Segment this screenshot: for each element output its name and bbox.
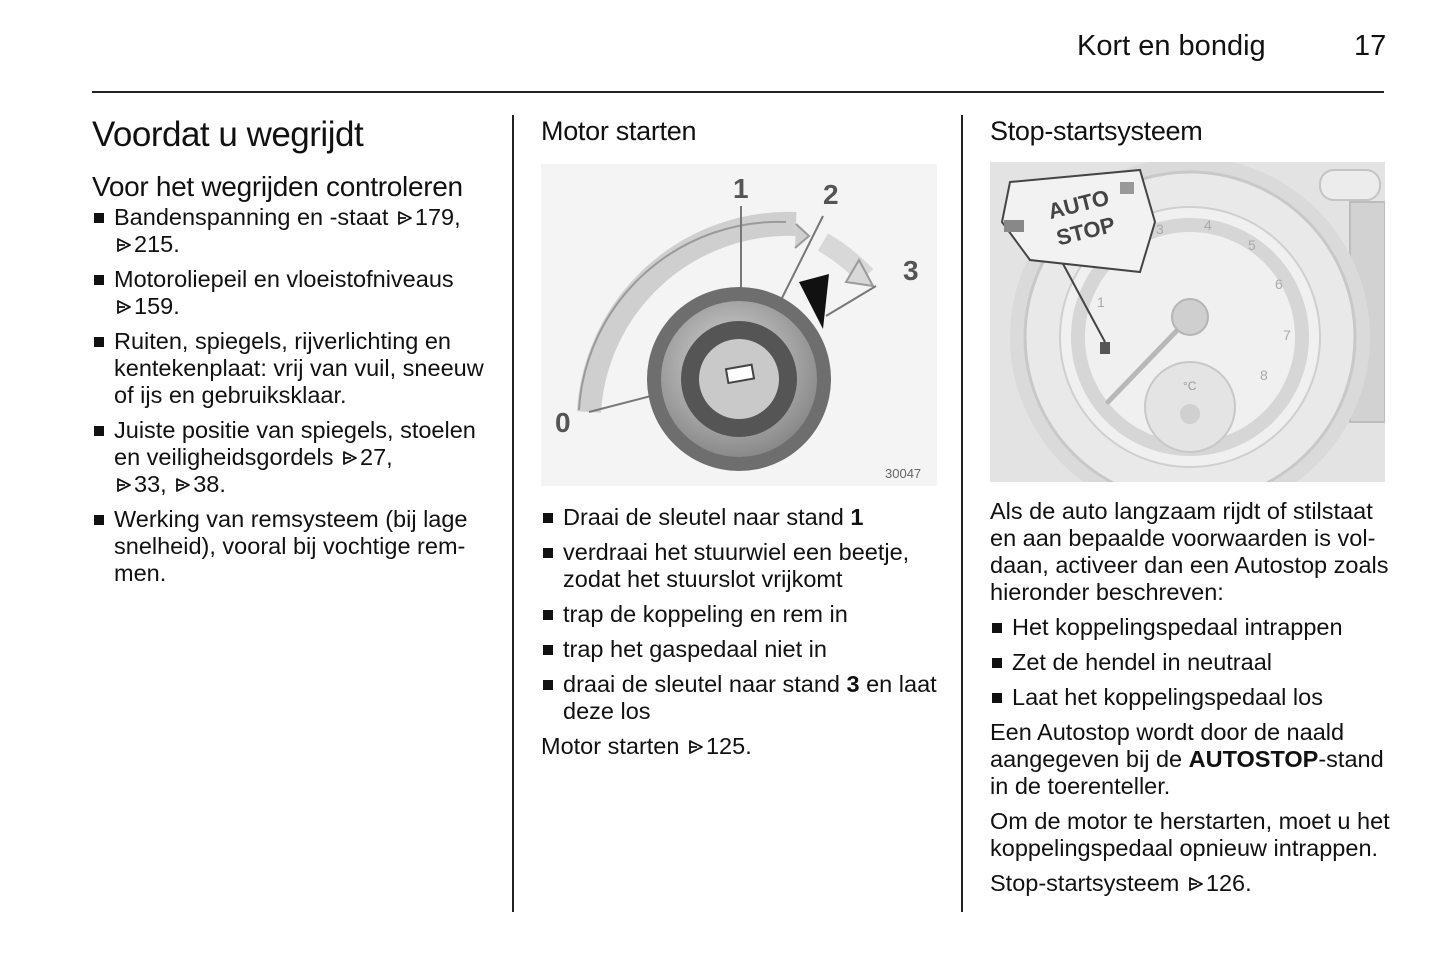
- page-reference-icon: [398, 211, 412, 225]
- list-item: Het koppelingspedaal intrappen: [990, 614, 1390, 641]
- list-item: Ruiten, spiegels, rijverlichting en kent…: [92, 328, 492, 409]
- intro-paragraph: Als de auto langzaam rijdt of stilstaat …: [990, 498, 1389, 605]
- checklist: Bandenspanning en -staat 179, 215. Motor…: [92, 204, 492, 587]
- section-title: Motor starten: [541, 116, 697, 146]
- ignition-switch-figure: 0 1 2 3 30047: [541, 164, 937, 486]
- page-reference-link[interactable]: 27,: [360, 444, 393, 470]
- gauge-number-4: 4: [1204, 217, 1212, 233]
- header-rule: [92, 91, 1384, 93]
- list-item: Laat het koppelingspedaal los: [990, 684, 1390, 711]
- list-item: Bandenspanning en -staat 179, 215.: [92, 204, 492, 258]
- column-engine-start: Motor starten 0 1 2 3 30047: [541, 115, 941, 768]
- column-before-driving: Voordat u wegrijdt Voor het wegrijden co…: [92, 115, 492, 595]
- gauge-number-5: 5: [1248, 237, 1256, 253]
- page-reference-link[interactable]: 159.: [134, 293, 180, 319]
- page-reference-link[interactable]: 179,: [414, 204, 461, 230]
- page-reference-icon: [176, 478, 191, 492]
- tachometer-autostop-figure: 1 3 4 5 6 7 8 °C AUTO STOP: [990, 162, 1385, 482]
- list-item: Motoroliepeil en vloeistofniveaus 159.: [92, 266, 492, 320]
- position-label-2: 2: [823, 179, 839, 210]
- position-label-1: 1: [733, 173, 749, 204]
- page-reference-link[interactable]: 33,: [134, 471, 167, 497]
- column-divider-2: [961, 115, 963, 912]
- header-title: Kort en bondig: [1077, 30, 1266, 62]
- gauge-number-1: 1: [1097, 294, 1105, 310]
- page-reference-icon: [117, 478, 131, 492]
- cross-reference: Motor starten 125.: [541, 733, 752, 759]
- gauge-number-7: 7: [1283, 327, 1291, 343]
- list-item: Juiste positie van spiegels, stoelen en …: [92, 417, 492, 498]
- section-title: Voordat u wegrijdt: [92, 115, 364, 154]
- list-item: trap de koppeling en rem in: [541, 601, 941, 628]
- list-item: draai de sleutel naar stand 3 en laat de…: [541, 671, 941, 725]
- page-reference-icon: [689, 740, 703, 754]
- page-reference-link[interactable]: 126.: [1205, 870, 1252, 896]
- list-item: Draai de sleutel naar stand 1: [541, 504, 941, 531]
- gauge-number-6: 6: [1275, 276, 1283, 292]
- section-title: Stop-startsysteem: [990, 116, 1203, 146]
- list-item: verdraai het stuurwiel een beetje, zodat…: [541, 539, 941, 593]
- list-item: trap het gaspedaal niet in: [541, 636, 941, 663]
- position-label-3: 3: [903, 255, 919, 286]
- page-reference-link[interactable]: 38.: [193, 471, 226, 497]
- page-reference-icon: [117, 238, 131, 252]
- page-reference-link[interactable]: 125.: [705, 733, 752, 759]
- autostop-steps-list: Het koppelingspedaal intrappen Zet de he…: [990, 614, 1390, 711]
- page-reference-icon: [117, 300, 131, 314]
- cross-reference: Stop-startsysteem 126.: [990, 870, 1252, 896]
- autostop-indication-paragraph: Een Autostop wordt door de naald aangege…: [990, 719, 1384, 799]
- column-divider-1: [512, 115, 514, 912]
- temperature-label: °C: [1183, 379, 1197, 393]
- steps-list: Draai de sleutel naar stand 1 verdraai h…: [541, 504, 941, 725]
- subsection-title: Voor het wegrijden controleren: [92, 171, 463, 202]
- page-reference-icon: [343, 451, 357, 465]
- list-item: Zet de hendel in neutraal: [990, 649, 1390, 676]
- figure-code: 30047: [885, 466, 921, 481]
- position-label-0: 0: [555, 407, 571, 438]
- restart-paragraph: Om de motor te herstarten, moet u het ko…: [990, 808, 1390, 861]
- list-item: Werking van remsysteem (bij lage snelhei…: [92, 506, 492, 587]
- gauge-number-8: 8: [1260, 367, 1268, 383]
- page-reference-icon: [1189, 877, 1203, 891]
- page-number: 17: [1354, 30, 1387, 62]
- page-reference-link[interactable]: 215.: [134, 231, 180, 257]
- column-stop-start: Stop-startsysteem 1 3 4 5 6 7 8 °C AUTO …: [990, 115, 1390, 905]
- gauge-number-3: 3: [1156, 221, 1164, 237]
